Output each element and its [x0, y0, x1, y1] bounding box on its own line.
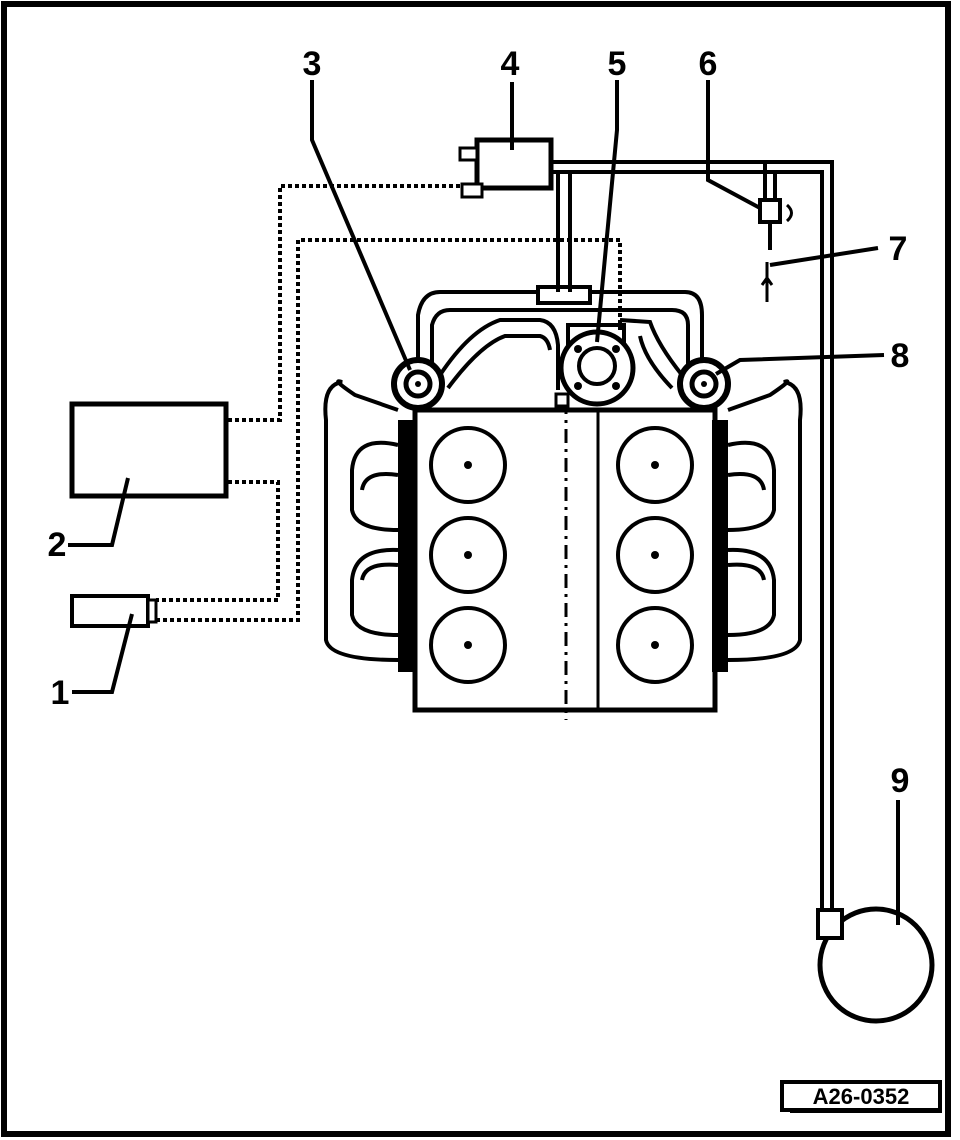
central-valve — [554, 323, 636, 408]
callout-labels: 3 4 5 6 7 8 9 2 1 — [48, 45, 910, 800]
callout-6: 6 — [699, 45, 718, 83]
figure-reference: A26-0352 — [813, 1084, 910, 1109]
engine-control-module — [69, 401, 229, 499]
line-valve — [758, 198, 793, 250]
speed-sensor — [70, 594, 158, 628]
engine-block — [398, 400, 728, 720]
callout-2: 2 — [48, 526, 67, 564]
left-exhaust-manifold — [323, 379, 399, 662]
callout-7: 7 — [889, 230, 908, 268]
right-heat-shield — [712, 420, 728, 672]
top-control-unit — [458, 137, 554, 199]
callout-1: 1 — [51, 674, 70, 712]
leader-lines — [68, 80, 900, 925]
left-heat-shield — [398, 420, 414, 672]
vent-pipe — [760, 262, 774, 302]
crossover-pipes — [416, 285, 704, 390]
right-exhaust-manifold — [727, 379, 803, 662]
figure-reference-badge: A26-0352 — [780, 1080, 942, 1113]
right-exhaust-sensor — [677, 357, 731, 411]
callout-8: 8 — [891, 337, 910, 375]
callout-9: 9 — [891, 762, 910, 800]
callout-5: 5 — [608, 45, 627, 83]
electrical-wiring — [156, 184, 622, 622]
vacuum-reservoir — [816, 906, 935, 1024]
crossover-connector — [536, 285, 592, 305]
callout-4: 4 — [501, 45, 520, 83]
left-exhaust-sensor — [391, 357, 445, 411]
main-vacuum-line — [551, 160, 834, 912]
cylinders — [429, 426, 694, 684]
callout-3: 3 — [303, 45, 322, 83]
